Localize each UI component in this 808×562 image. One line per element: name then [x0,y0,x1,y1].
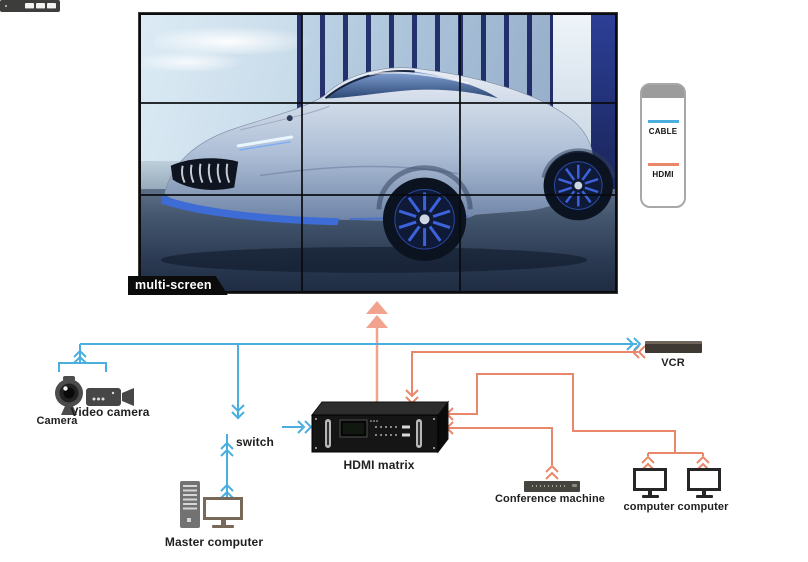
monitor-screen [687,468,721,491]
switch-port [47,3,56,9]
switch-port [36,3,45,9]
cloud [141,50,246,71]
monitor-base [212,525,234,528]
cloud [155,26,317,55]
legend-header [642,85,684,98]
camera-label: Camera [36,415,78,427]
hdmi-conference-to-matrix [447,427,553,465]
webcam-icon [55,376,83,415]
multi-screen-tag: multi-screen [128,276,228,295]
sports-car-image [160,67,615,273]
conference-machine-label: Conference machine [494,493,606,505]
hdmi-vcr-to-matrix [411,351,638,395]
monitor-neck [702,491,706,495]
conference-machine-detail [572,484,577,487]
tower-button [187,518,191,522]
conference-machine-device [524,481,580,492]
legend-cable-label: CABLE [648,127,678,136]
wall-grid-line [141,102,615,104]
master-computer-tower-icon [180,481,200,528]
hdmi-matrix-label: HDMI matrix [343,458,415,472]
video-camera-label: Video camera [70,405,150,419]
switch-label: switch [236,435,274,449]
wall-grid-line [141,194,615,196]
wall-grid-line [301,15,303,291]
switch-port [25,3,34,9]
computer-1-icon [633,468,667,498]
video-camera-icon [86,388,134,406]
switch-device [0,0,60,12]
hdmi-swatch [648,163,679,166]
vcr-device [645,341,702,353]
computer-1-label: computer [623,501,675,513]
front-wheel [382,177,467,261]
hdmi-matrix-device [310,400,450,454]
computer-2-icon [687,468,721,498]
monitor-neck [648,491,652,495]
wall-grid-line [459,15,461,291]
computer-2-label: computer [677,501,729,513]
switch-led [5,5,7,7]
master-computer-label: Master computer [164,535,264,549]
monitor-screen [203,497,243,520]
legend: CABLE HDMI [640,83,686,208]
master-computer-monitor-icon [203,497,243,528]
monitor-screen [633,468,667,491]
vcr-label: VCR [661,357,685,369]
video-wall [139,13,617,293]
monitor-neck [220,520,226,525]
monitor-base [695,495,713,498]
legend-hdmi-label: HDMI [652,170,674,179]
monitor-base [641,495,659,498]
hdmi-computers-to-matrix [447,373,704,456]
cable-camera-branch [58,344,107,372]
tower-vents [183,485,197,512]
wall-output-arrow [366,301,388,404]
rear-wheel [543,150,614,221]
cable-swatch [648,120,679,123]
